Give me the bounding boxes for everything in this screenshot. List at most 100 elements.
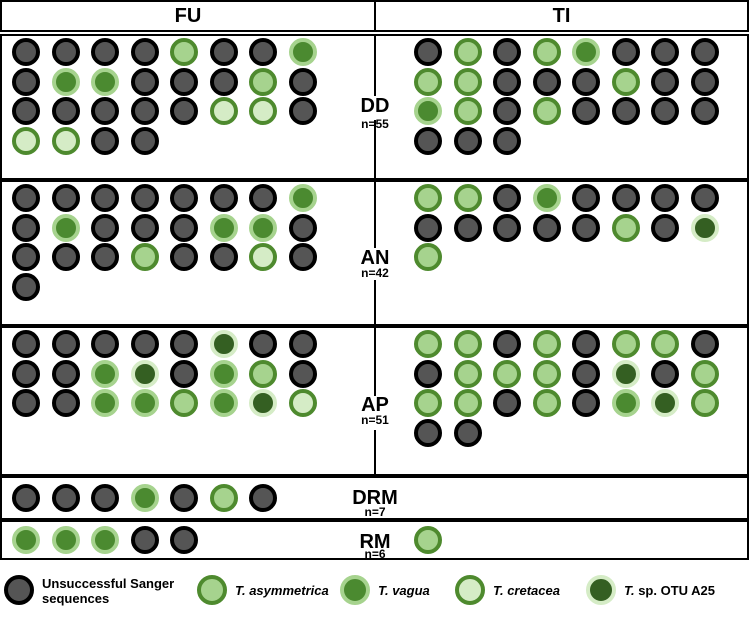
legend-swatch bbox=[340, 575, 370, 605]
an-fu-unsuccessful-dot bbox=[12, 272, 40, 301]
rm-fu-t-vagua-dot bbox=[51, 526, 80, 554]
an-fu-unsuccessful-dot bbox=[209, 184, 238, 212]
dd-ti-t-asymmetrica-dot bbox=[453, 38, 482, 66]
dd-fu-unsuccessful-dot bbox=[249, 38, 277, 66]
ap-ti-t-asymmetrica-dot bbox=[532, 330, 561, 358]
rm-fu-unsuccessful-dot bbox=[130, 526, 159, 554]
dd-fu-t-vagua-dot bbox=[91, 67, 119, 96]
an-fu-unsuccessful-dot bbox=[91, 243, 119, 271]
dd-fu-unsuccessful-dot bbox=[130, 97, 159, 125]
legend-swatch bbox=[4, 575, 34, 605]
section-label: DD bbox=[360, 95, 390, 117]
dd-fu-t-vagua-dot bbox=[51, 67, 80, 96]
dd-fu-unsuccessful-dot bbox=[12, 97, 40, 125]
dd-fu-unsuccessful-dot bbox=[209, 67, 238, 96]
dd-fu-unsuccessful-dot bbox=[91, 126, 119, 155]
ap-fu-unsuccessful-dot bbox=[288, 330, 317, 358]
dd-ti-unsuccessful-dot bbox=[651, 38, 679, 66]
dd-fu-t-asymmetrica-dot bbox=[170, 38, 198, 66]
legend-swatch bbox=[455, 575, 485, 605]
header-ti: TI bbox=[374, 0, 749, 32]
dd-ti-t-asymmetrica-dot bbox=[532, 97, 561, 125]
ap-fu-t-otu-a25-dot bbox=[249, 389, 277, 417]
an-fu-unsuccessful-dot bbox=[249, 184, 277, 212]
an-fu-t-vagua-dot bbox=[51, 213, 80, 242]
ap-ti-t-otu-a25-dot bbox=[651, 389, 679, 417]
ap-fu-unsuccessful-dot bbox=[12, 389, 40, 417]
dd-ti-unsuccessful-dot bbox=[453, 126, 482, 155]
an-fu-t-cretacea-dot bbox=[249, 243, 277, 271]
dd-ti-unsuccessful-dot bbox=[493, 67, 521, 96]
section-label: AP bbox=[361, 394, 389, 416]
dd-fu-unsuccessful-dot bbox=[51, 97, 80, 125]
ap-fu-t-otu-a25-dot bbox=[130, 359, 159, 388]
an-ti-unsuccessful-dot bbox=[572, 184, 600, 212]
dd-ti-t-vagua-dot bbox=[414, 97, 442, 125]
an-ti-unsuccessful-dot bbox=[532, 213, 561, 242]
ap-fu-t-otu-a25-dot bbox=[209, 330, 238, 358]
dd-ti-t-asymmetrica-dot bbox=[611, 67, 640, 96]
drm-fu-unsuccessful-dot bbox=[51, 484, 80, 512]
ap-fu-t-asymmetrica-dot bbox=[170, 389, 198, 417]
dd-ti-unsuccessful-dot bbox=[651, 97, 679, 125]
column-divider bbox=[374, 326, 376, 396]
dd-fu-unsuccessful-dot bbox=[91, 97, 119, 125]
legend-label: T. cretacea bbox=[493, 583, 560, 598]
an-fu-unsuccessful-dot bbox=[51, 184, 80, 212]
ap-ti-t-asymmetrica-dot bbox=[611, 330, 640, 358]
an-fu-unsuccessful-dot bbox=[12, 213, 40, 242]
drm-fu-t-vagua-dot bbox=[130, 484, 159, 512]
an-ti-unsuccessful-dot bbox=[690, 184, 719, 212]
an-fu-t-asymmetrica-dot bbox=[130, 243, 159, 271]
ap-ti-unsuccessful-dot bbox=[572, 359, 600, 388]
dd-ti-t-asymmetrica-dot bbox=[414, 67, 442, 96]
ap-ti-t-asymmetrica-dot bbox=[453, 330, 482, 358]
legend-label: T. vagua bbox=[378, 583, 430, 598]
ap-ti-unsuccessful-dot bbox=[572, 389, 600, 417]
dd-ti-t-asymmetrica-dot bbox=[453, 97, 482, 125]
an-ti-unsuccessful-dot bbox=[651, 213, 679, 242]
section-label: AN bbox=[360, 247, 390, 269]
section-label: DRM bbox=[352, 487, 398, 509]
rm-fu-t-vagua-dot bbox=[12, 526, 40, 554]
an-ti-t-asymmetrica-dot bbox=[453, 184, 482, 212]
dd-fu-unsuccessful-dot bbox=[288, 67, 317, 96]
an-fu-unsuccessful-dot bbox=[51, 243, 80, 271]
ap-fu-t-vagua-dot bbox=[209, 359, 238, 388]
ap-fu-unsuccessful-dot bbox=[51, 330, 80, 358]
an-ti-unsuccessful-dot bbox=[493, 184, 521, 212]
dd-ti-unsuccessful-dot bbox=[611, 97, 640, 125]
column-divider bbox=[374, 34, 376, 96]
ap-fu-unsuccessful-dot bbox=[288, 359, 317, 388]
rm-fu-unsuccessful-dot bbox=[170, 526, 198, 554]
ap-ti-t-asymmetrica-dot bbox=[690, 389, 719, 417]
an-ti-t-asymmetrica-dot bbox=[414, 243, 442, 271]
ap-ti-t-asymmetrica-dot bbox=[690, 359, 719, 388]
ap-fu-unsuccessful-dot bbox=[51, 389, 80, 417]
ap-ti-t-asymmetrica-dot bbox=[493, 359, 521, 388]
rm-fu-t-vagua-dot bbox=[91, 526, 119, 554]
dd-ti-t-vagua-dot bbox=[572, 38, 600, 66]
an-fu-unsuccessful-dot bbox=[12, 184, 40, 212]
dd-ti-unsuccessful-dot bbox=[651, 67, 679, 96]
an-fu-t-vagua-dot bbox=[288, 184, 317, 212]
an-fu-unsuccessful-dot bbox=[12, 243, 40, 271]
ap-ti-t-asymmetrica-dot bbox=[532, 389, 561, 417]
ap-fu-unsuccessful-dot bbox=[170, 359, 198, 388]
dd-ti-unsuccessful-dot bbox=[690, 67, 719, 96]
column-divider bbox=[374, 180, 376, 248]
ap-fu-unsuccessful-dot bbox=[51, 359, 80, 388]
drm-fu-unsuccessful-dot bbox=[249, 484, 277, 512]
dd-fu-unsuccessful-dot bbox=[51, 38, 80, 66]
column-divider bbox=[374, 430, 376, 476]
dd-fu-unsuccessful-dot bbox=[209, 38, 238, 66]
dd-fu-unsuccessful-dot bbox=[130, 126, 159, 155]
ap-fu-unsuccessful-dot bbox=[91, 330, 119, 358]
ap-ti-unsuccessful-dot bbox=[690, 330, 719, 358]
drm-fu-t-asymmetrica-dot bbox=[209, 484, 238, 512]
dd-ti-unsuccessful-dot bbox=[493, 126, 521, 155]
an-ti-t-asymmetrica-dot bbox=[611, 213, 640, 242]
section-label: RM bbox=[359, 531, 391, 553]
